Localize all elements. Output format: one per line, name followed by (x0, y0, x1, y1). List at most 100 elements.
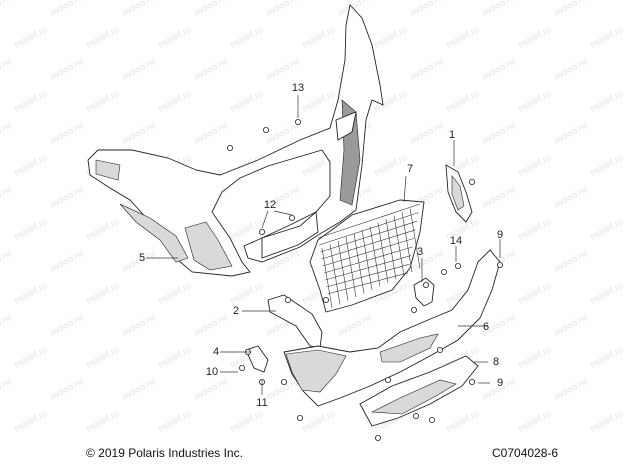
leader-lines (146, 95, 501, 395)
fastener-icon (280, 378, 287, 385)
watermark-text: motod.ru (84, 88, 120, 114)
watermark-text: motod.ru (516, 88, 552, 114)
fastener-icon (238, 364, 245, 371)
watermark-text: motod.ru (156, 24, 192, 50)
part-6-bumper (283, 249, 501, 407)
fastener-icon (296, 414, 303, 421)
watermark-text: motod.ru (0, 184, 12, 210)
watermark-text: motod.ru (480, 184, 516, 210)
fastener-icon (262, 127, 269, 134)
callout-6: 6 (483, 321, 489, 333)
watermark-text: motod.ru (156, 88, 192, 114)
part-5-front-frame (87, 4, 384, 277)
watermark-text: motod.ru (120, 120, 156, 146)
watermark-text: motod.ru (300, 24, 336, 50)
watermark-text: motod.ru (84, 216, 120, 242)
watermark-text: motod.ru (552, 312, 588, 338)
watermark-text: motod.ru (300, 88, 336, 114)
watermark-text: motod.ru (12, 152, 48, 178)
fastener-icon (440, 268, 447, 275)
watermark-text: motod.ru (48, 120, 84, 146)
watermark-text: motod.ru (192, 56, 228, 82)
part-8-skid-plate (359, 355, 479, 427)
part-4-bracket (245, 345, 269, 373)
watermark-text: motod.ru (0, 120, 12, 146)
watermark-text: motod.ru (552, 0, 588, 18)
watermark-text: motod.ru (588, 280, 624, 306)
watermark-text: motod.ru (264, 0, 300, 18)
watermark-text: motod.ru (84, 344, 120, 370)
callout-11: 11 (256, 397, 267, 409)
callout-4: 4 (213, 346, 219, 358)
watermark-text: motod.ru (516, 344, 552, 370)
callout-12: 12 (264, 199, 276, 211)
part-2-bracket (267, 294, 323, 349)
watermark-text: motod.ru (480, 0, 516, 18)
fastener-icon (454, 262, 461, 269)
watermark-text: motod.ru (336, 312, 372, 338)
copyright-notice: © 2019 Polaris Industries Inc. (86, 446, 243, 460)
watermark-text: motod.ru (192, 312, 228, 338)
watermark-text: motod.ru (12, 280, 48, 306)
watermark-text: motod.ru (120, 0, 156, 18)
watermark-text: motod.ru (516, 280, 552, 306)
watermark-text: motod.ru (12, 344, 48, 370)
watermark-text: motod.ru (192, 120, 228, 146)
watermark-text: motod.ru (48, 312, 84, 338)
fastener-icon (226, 144, 233, 151)
watermark-text: motod.ru (12, 408, 48, 434)
watermark-text: motod.ru (444, 408, 480, 434)
fastener-icon (410, 306, 417, 313)
fastener-icon (374, 434, 381, 441)
fastener-layer (226, 119, 503, 441)
fastener-icon (468, 178, 475, 185)
callout-5: 5 (139, 252, 145, 264)
callout-1: 1 (449, 129, 455, 141)
watermark-text: motod.ru (588, 152, 624, 178)
watermark-text: motod.ru (228, 280, 264, 306)
watermark-text: motod.ru (228, 408, 264, 434)
watermark-text: motod.ru (588, 408, 624, 434)
watermark-text: motod.ru (228, 88, 264, 114)
watermark-text: motod.ru (84, 280, 120, 306)
watermark-text: motod.ru (372, 24, 408, 50)
watermark-text: motod.ru (48, 248, 84, 274)
part-3-bracket (413, 277, 435, 307)
fastener-icon (288, 214, 295, 221)
part-7-grille (309, 199, 425, 313)
callout-9: 9 (497, 377, 503, 389)
fastener-icon (496, 261, 503, 268)
callout-13: 13 (292, 82, 304, 94)
callout-3: 3 (417, 246, 423, 258)
watermark-text: motod.ru (84, 408, 120, 434)
watermark-text: motod.ru (48, 0, 84, 18)
figure-code: C0704028-6 (492, 446, 559, 460)
watermark-text: motod.ru (408, 120, 444, 146)
watermark-text: motod.ru (192, 376, 228, 402)
part-1-bracket (445, 164, 473, 223)
watermark-text: motod.ru (300, 408, 336, 434)
fastener-icon (412, 412, 419, 419)
watermark-text: motod.ru (0, 0, 12, 18)
watermark-text: motod.ru (12, 24, 48, 50)
watermark-text: motod.ru (516, 24, 552, 50)
fastener-icon (422, 281, 429, 288)
watermark-text: motod.ru (84, 24, 120, 50)
watermark-text: motod.ru (588, 344, 624, 370)
watermark-text: motod.ru (0, 376, 12, 402)
watermark-text: motod.ru (0, 248, 12, 274)
watermark-text: motod.ru (516, 152, 552, 178)
callout-2: 2 (233, 305, 239, 317)
watermark-text: motod.ru (552, 376, 588, 402)
callout-14: 14 (450, 235, 462, 247)
watermark-text: motod.ru (12, 216, 48, 242)
watermark-text: motod.ru (444, 88, 480, 114)
watermark-text: motod.ru (156, 408, 192, 434)
watermark-text: motod.ru (228, 216, 264, 242)
watermark-text: motod.ru (48, 184, 84, 210)
watermark-text: motod.ru (372, 152, 408, 178)
watermark-text: motod.ru (408, 0, 444, 18)
watermark-text: motod.ru (480, 120, 516, 146)
watermark-text: motod.ru (552, 184, 588, 210)
